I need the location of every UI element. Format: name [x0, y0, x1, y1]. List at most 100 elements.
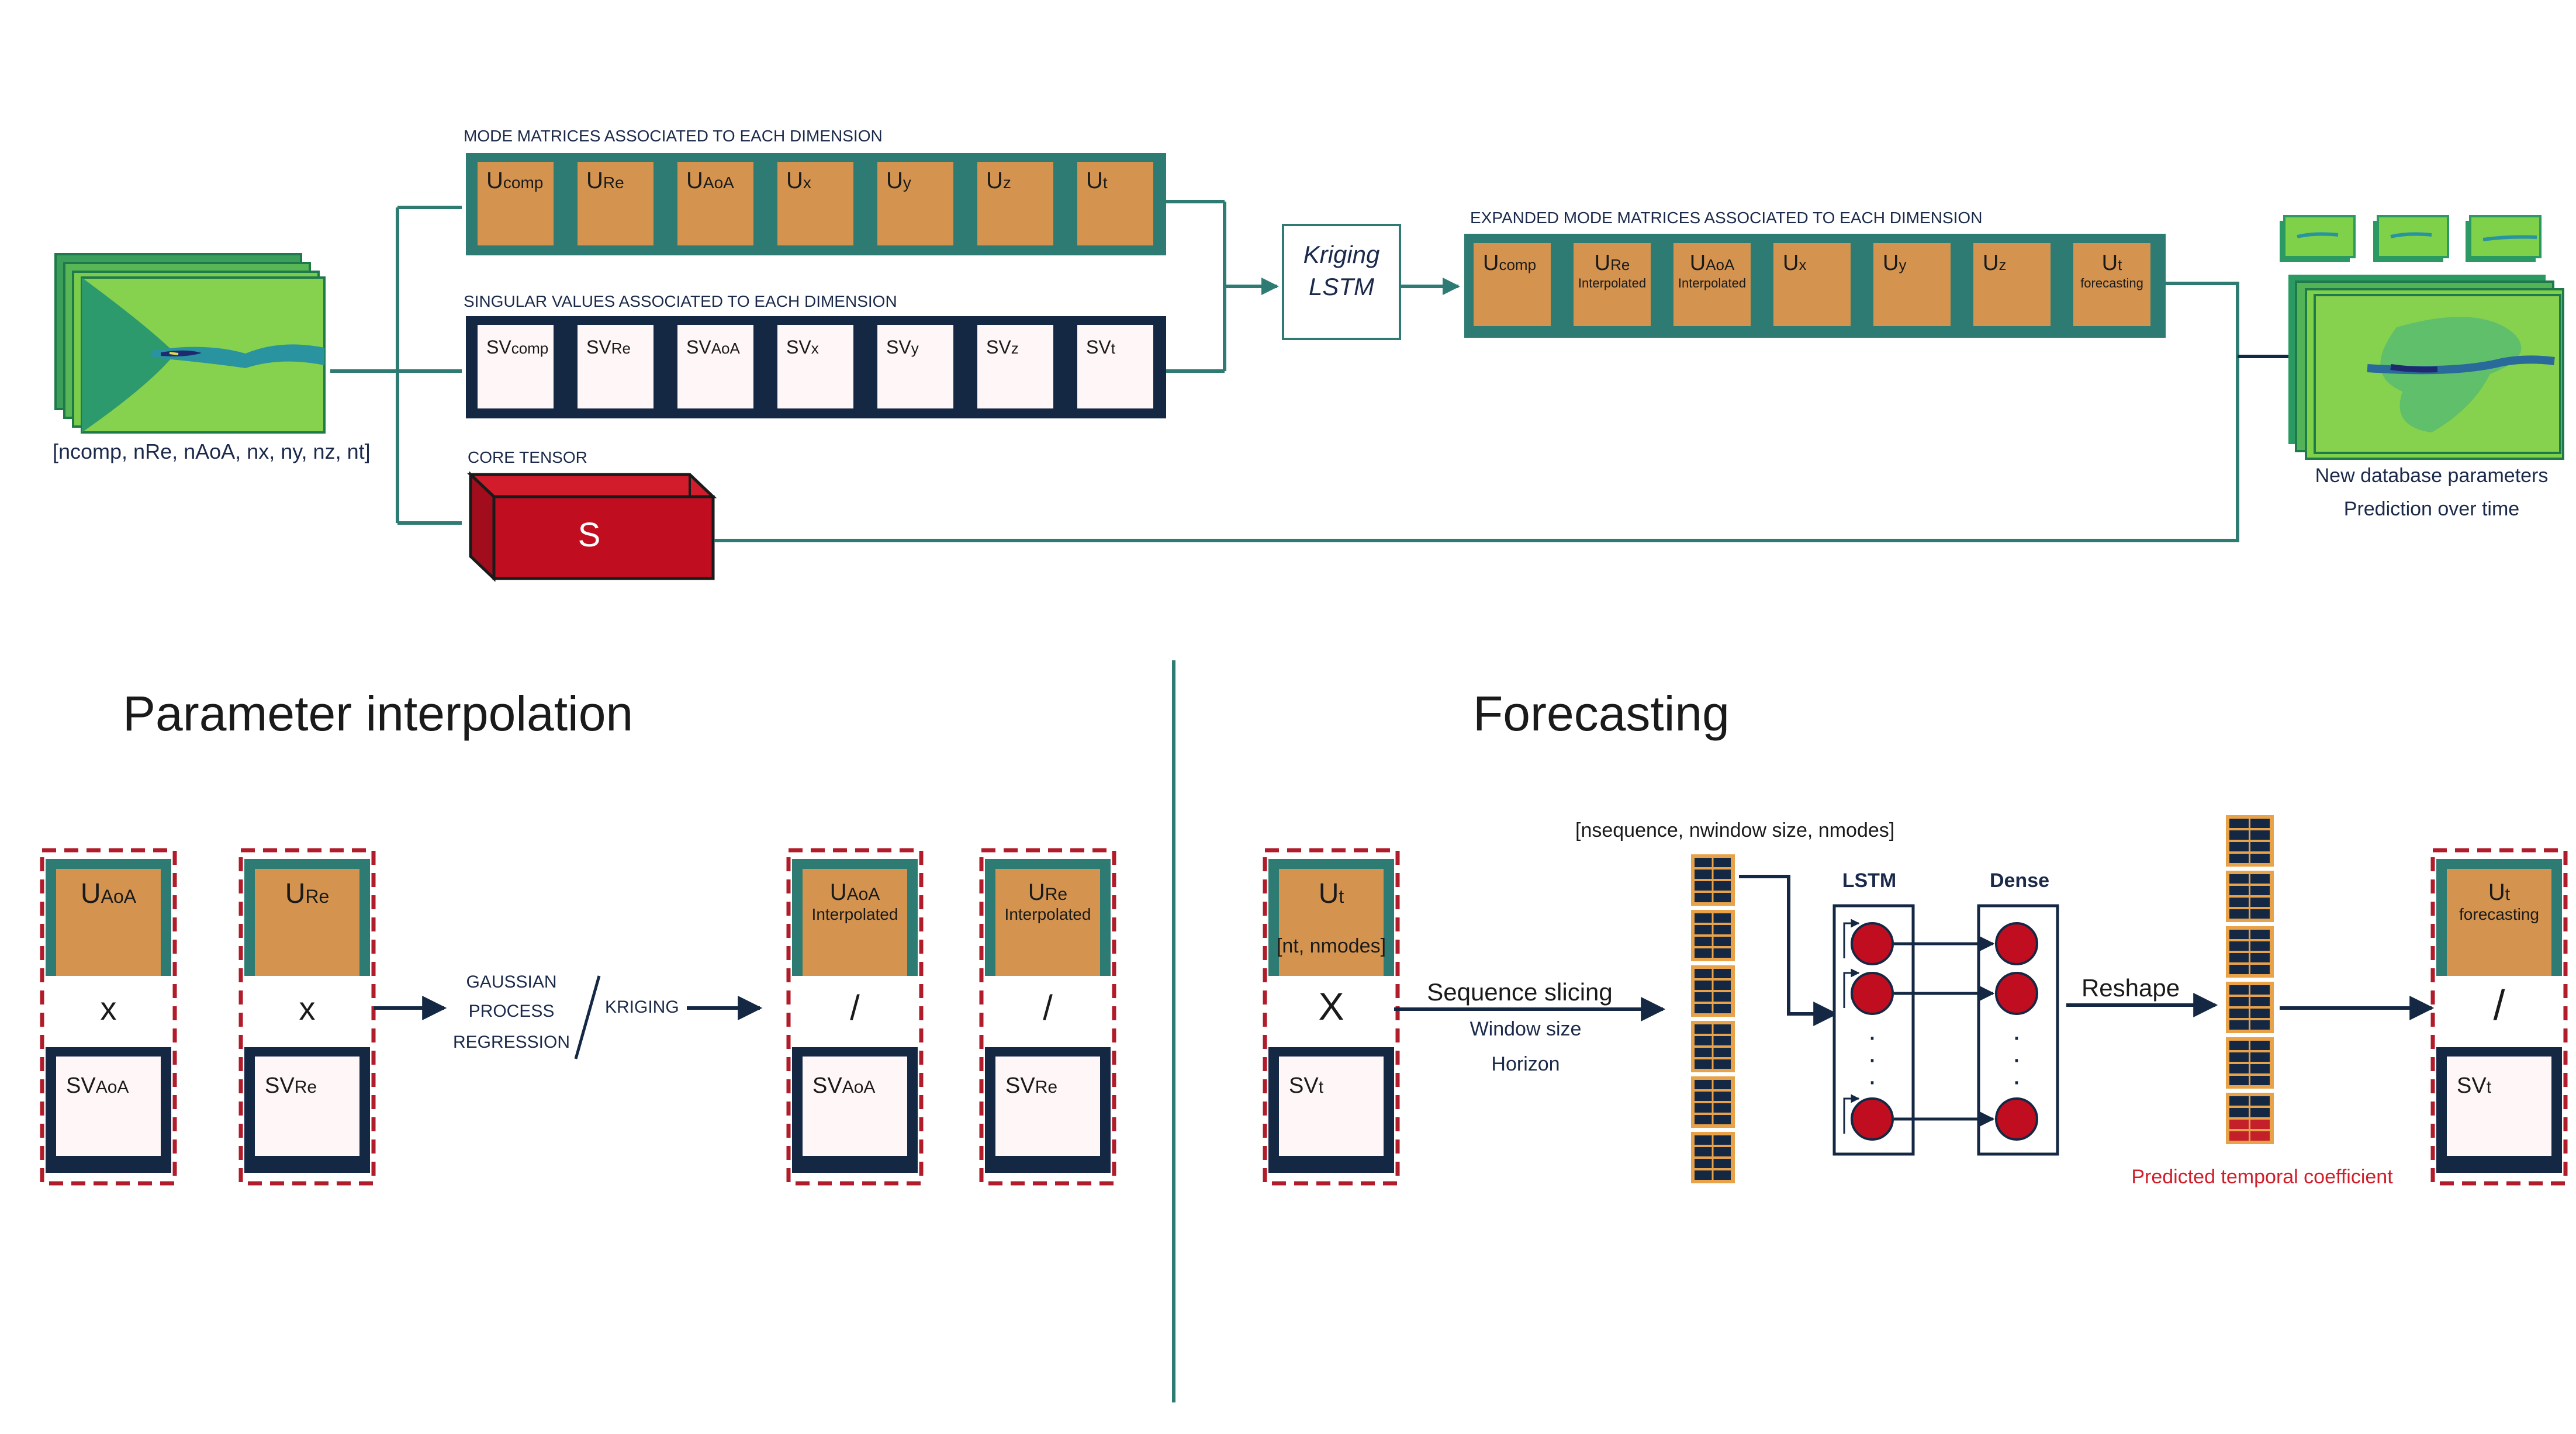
sequence-cell	[1695, 870, 1712, 879]
sequence-cell	[2229, 1020, 2249, 1030]
ellipsis-dot: ·	[2012, 1066, 2021, 1097]
core-tensor-label: S	[578, 516, 601, 554]
sequence-cell	[2250, 909, 2270, 919]
reconstruction-lines	[714, 282, 2239, 542]
expanded-title: EXPANDED MODE MATRICES ASSOCIATED TO EAC…	[1470, 209, 1982, 227]
forecast-title: Forecasting	[1473, 686, 1730, 741]
sequence-cell	[1713, 1036, 1731, 1045]
sequence-cell	[1695, 1147, 1712, 1156]
predicted-label: Predicted temporal coefficient	[2131, 1166, 2393, 1188]
sequence-cell	[1695, 1092, 1712, 1101]
kriging-lstm-box	[1282, 224, 1401, 340]
network-neurons: ······	[1843, 919, 2038, 1141]
sequence-cell	[1695, 1024, 1712, 1034]
sequence-cell	[2229, 1009, 2249, 1018]
ellipsis-dot: ·	[2012, 1021, 2021, 1052]
sequence-cell	[1713, 948, 1731, 958]
sequence-cell	[1713, 858, 1731, 867]
lstm-neuron	[1851, 1097, 1894, 1141]
sequence-cell	[1695, 893, 1712, 902]
mode-label-comp: Ucomp	[486, 168, 543, 193]
merge-bracket	[1166, 200, 1279, 373]
sequence-cell	[2229, 886, 2249, 895]
sequence-cell	[2250, 854, 2270, 863]
slicing-label: Sequence slicing	[1427, 978, 1613, 1006]
u-label-t: Ut	[1319, 878, 1344, 909]
mode-cell	[777, 162, 853, 245]
sv-label-t: SVt	[2457, 1073, 2492, 1098]
dashed-highlight	[786, 848, 924, 1186]
sequence-cell	[1695, 937, 1712, 946]
expanded-note: forecasting	[2080, 276, 2143, 290]
ellipsis-dot: ·	[1868, 1021, 1877, 1052]
sequence-cell	[1713, 1135, 1731, 1145]
sequence-cell	[2250, 830, 2270, 840]
sequence-cell	[2229, 941, 2249, 951]
sequence-cell	[2229, 1041, 2249, 1050]
expanded-label-z: Uz	[1983, 251, 2006, 275]
sequence-cell	[1695, 858, 1712, 867]
sequence-cell	[1695, 981, 1712, 990]
predicted-stack	[2226, 815, 2274, 1144]
interp-outputs: UAoAInterpolated/SVAoAUReInterpolated/SV…	[786, 848, 1116, 1186]
sequence-cell	[2229, 1120, 2249, 1129]
core-tensor-box: S	[466, 471, 717, 582]
sequence-cell	[2250, 1076, 2270, 1085]
mode-cell	[977, 162, 1053, 245]
u-cell	[1279, 869, 1384, 976]
horizon-label: Horizon	[1491, 1053, 1560, 1075]
sequence-cell	[2229, 830, 2249, 840]
mode-cell	[578, 162, 653, 245]
core-tensor-title: CORE TENSOR	[468, 448, 587, 466]
dense-neuron	[1995, 922, 2038, 965]
expanded-note: Interpolated	[1578, 276, 1646, 290]
sequence-cell	[2229, 1064, 2249, 1073]
expanded-note: Interpolated	[1678, 276, 1746, 290]
sv-label-Re: SVRe	[586, 337, 631, 358]
sequence-cell	[2229, 898, 2249, 907]
gpr-line1: GAUSSIAN	[466, 972, 556, 992]
gpr-line2: PROCESS	[469, 1002, 555, 1021]
output-label-line2: Prediction over time	[2344, 498, 2519, 520]
sequence-cell	[1713, 1115, 1731, 1124]
sv-cell	[977, 325, 1053, 408]
sequence-cell	[2250, 1096, 2270, 1106]
mode-label-x: Ux	[786, 168, 811, 193]
sequence-cell	[1713, 1080, 1731, 1089]
output-thumbnails	[2280, 215, 2542, 262]
sequence-cell	[1695, 969, 1712, 978]
divide-symbol: /	[2493, 982, 2505, 1029]
sequence-cell	[1713, 1170, 1731, 1180]
expanded-cell	[1873, 243, 1951, 326]
sequence-cell	[1713, 1004, 1731, 1013]
sequence-cell	[1713, 981, 1731, 990]
sequence-cell	[1695, 1080, 1712, 1089]
expanded-label-Re: URe	[1595, 251, 1630, 275]
sequence-cell	[2250, 1108, 2270, 1117]
sequence-cell	[2250, 965, 2270, 974]
expanded-label-comp: Ucomp	[1483, 251, 1536, 275]
sv-cell	[877, 325, 953, 408]
sequence-cell	[1713, 881, 1731, 891]
stack-to-lstm-arrow	[1739, 875, 1838, 1026]
kriging-option: KRIGING	[605, 997, 679, 1017]
sequence-cell	[2229, 965, 2249, 974]
sv-cell	[995, 1057, 1100, 1156]
sv-label-Re: SVRe	[265, 1073, 317, 1098]
sequence-cell	[1695, 992, 1712, 1002]
sv-label-z: SVz	[986, 337, 1019, 358]
dashed-highlight	[1263, 848, 1400, 1186]
sequence-cell	[2229, 819, 2249, 828]
u-label-AoA: UAoA	[81, 878, 137, 909]
sequence-cell	[1695, 1036, 1712, 1045]
sequence-cell	[1713, 1103, 1731, 1113]
mode-label-z: Uz	[986, 168, 1011, 193]
sv-cell	[478, 325, 554, 408]
sequence-cell	[1713, 1059, 1731, 1069]
sv-cell	[677, 325, 753, 408]
sequence-cell	[1713, 1092, 1731, 1101]
sequence-cell	[2229, 930, 2249, 939]
recurrent-loop	[1843, 968, 1860, 1008]
